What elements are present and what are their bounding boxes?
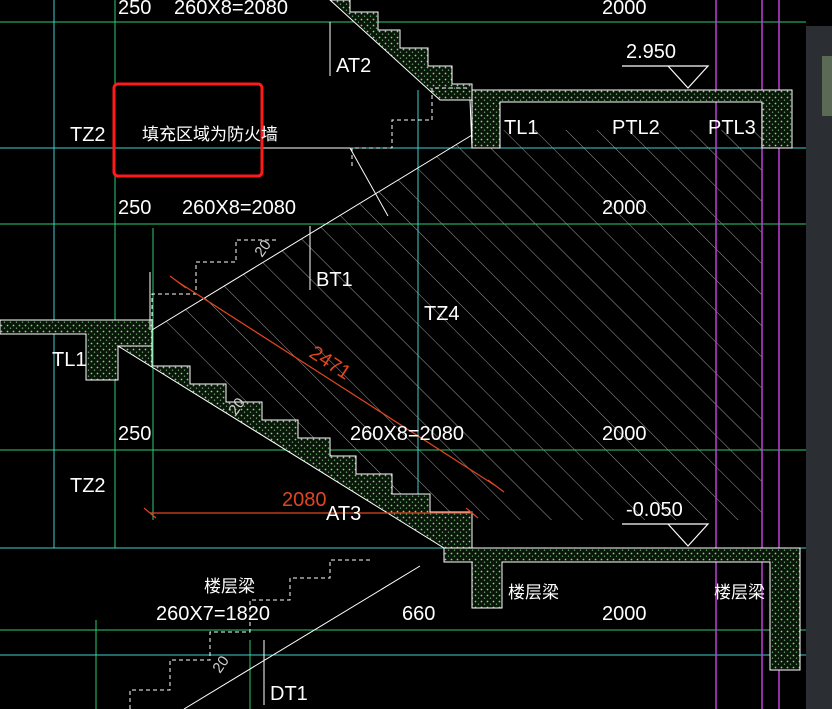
firewall-hatch-right: [472, 130, 762, 520]
label-tz4: TZ4: [424, 303, 460, 325]
note-firewall-text: 填充区域为防火墙: [142, 125, 278, 145]
landing-slab-top: [471, 89, 793, 149]
cad-drawing: 250 260X8=2080 2000 AT2 2.950 TZ2 填充区域为防…: [0, 0, 806, 709]
dim-row2-2000: 2000: [602, 197, 647, 219]
tag-20-3: 20: [209, 653, 232, 676]
dim-row4-660: 660: [402, 603, 435, 625]
dim-row3-250: 250: [118, 423, 151, 445]
label-tl1-right: TL1: [504, 117, 538, 139]
stair-at3-concrete: [116, 345, 473, 549]
dim-row4-steps: 260X7=1820: [156, 603, 270, 625]
label-bt1: BT1: [316, 269, 353, 291]
grid-horizontal: [0, 21, 806, 631]
elevation-bottom: -0.050: [626, 499, 683, 521]
stair-at2-concrete: [329, 0, 473, 101]
label-dt1: DT1: [270, 683, 308, 705]
side-panel: [806, 26, 832, 709]
label-floor-beam-2: 楼层梁: [508, 583, 559, 603]
firewall-hatch-left: [152, 135, 472, 520]
elevation-markers: [622, 65, 710, 547]
label-tz2-bottom: TZ2: [70, 475, 106, 497]
dim-row2-steps: 260X8=2080: [182, 197, 296, 219]
elevation-top: 2.950: [626, 41, 676, 63]
label-floor-beam-3: 楼层梁: [714, 583, 765, 603]
dim-row1-250: 250: [118, 0, 151, 19]
red-dim-horizontal: 2080: [282, 489, 327, 511]
landing-slab-bottom: [443, 547, 801, 671]
label-ptl3: PTL3: [708, 117, 756, 139]
stair-lines: [149, 22, 473, 709]
label-ptl2: PTL2: [612, 117, 660, 139]
dim-row2-250: 250: [118, 197, 151, 219]
dim-row4-2000: 2000: [602, 603, 647, 625]
label-tz2-top: TZ2: [70, 124, 106, 146]
label-tl1-left: TL1: [52, 349, 86, 371]
side-thumb[interactable]: [822, 56, 832, 116]
tag-20-2: 20: [225, 395, 248, 418]
note-highlight-box: [112, 82, 264, 178]
red-dimension-lines: [143, 275, 505, 519]
dim-row3-2000: 2000: [602, 423, 647, 445]
label-at2: AT2: [336, 55, 371, 77]
dim-row1-steps: 260X8=2080: [174, 0, 288, 19]
dim-row1-2000: 2000: [602, 0, 647, 19]
label-floor-beam-1: 楼层梁: [204, 577, 255, 597]
stair-dashed-outlines: [129, 87, 470, 709]
tag-20-1: 20: [251, 237, 274, 260]
dim-row3-steps: 260X8=2080: [350, 423, 464, 445]
label-at3: AT3: [326, 503, 361, 525]
